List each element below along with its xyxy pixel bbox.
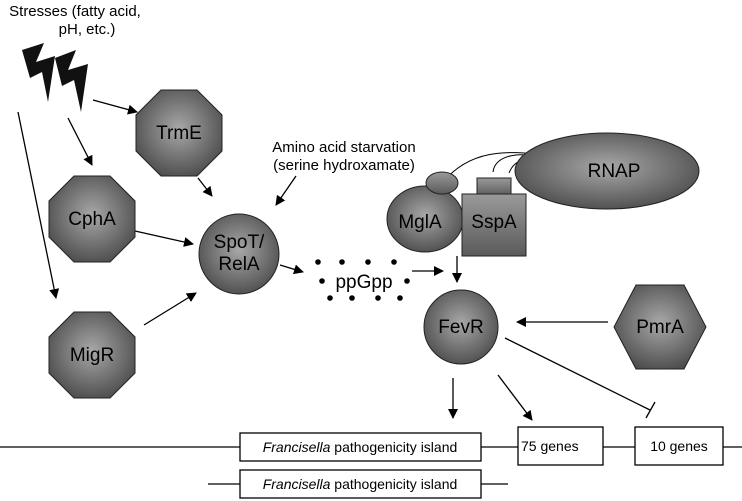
trme-label: TrmE — [156, 123, 202, 144]
sspa-node — [461, 193, 527, 257]
mgla-label: MglA — [398, 212, 442, 233]
sspa-cap — [476, 177, 512, 197]
inhibit-bar — [645, 401, 656, 419]
trme-node — [135, 89, 223, 177]
arrow-starvation-to-spot — [275, 175, 297, 206]
pmra-label: PmrA — [636, 317, 684, 338]
genes10-box — [634, 426, 724, 466]
spot-label-line1: SpoT/ — [214, 232, 265, 253]
cpha-node — [48, 175, 136, 263]
arrow-spot-to-ppgpp — [279, 264, 304, 275]
fpi-box-top — [239, 432, 482, 462]
mgla-cap — [425, 171, 459, 195]
lightning-icon — [22, 43, 55, 102]
arrow-fevr-to-75genes — [497, 374, 533, 421]
starvation-label-line1: Amino acid starvation — [272, 139, 415, 156]
migr-label: MigR — [70, 345, 114, 366]
starvation-label-line2: (serine hydroxamate) — [273, 157, 415, 174]
ppgpp-dots — [315, 259, 410, 301]
inhibit-fevr-to-10genes — [504, 337, 651, 411]
fevr-label: FevR — [438, 317, 483, 338]
spot-label-line2: RelA — [218, 254, 260, 275]
genes75-box — [517, 426, 604, 466]
rnap-label: RNAP — [588, 161, 641, 182]
arrow-migr-to-spot — [143, 292, 197, 326]
fpi-text-bottom: Francisella pathogenicity island — [263, 476, 458, 492]
arrow-stress-to-migr — [17, 111, 60, 299]
genes75-text: 75 genes — [521, 438, 579, 454]
stress-label-line2: pH, etc.) — [59, 21, 116, 38]
pmra-node — [613, 284, 707, 370]
fpi-box-bottom — [239, 469, 482, 499]
genes10-text: 10 genes — [650, 438, 708, 454]
cpha-label: CphA — [68, 209, 116, 230]
arrows — [17, 99, 656, 421]
spot-rela-node — [198, 213, 280, 295]
ppgpp-label: ppGpp — [335, 272, 392, 293]
arrow-trme-to-spot — [197, 177, 213, 197]
arrow-stress-to-cpha — [67, 117, 93, 166]
migr-node — [48, 311, 136, 399]
rnap-node — [514, 132, 700, 210]
arrow-cpha-to-spot — [134, 230, 194, 247]
sspa-label: SspA — [471, 212, 517, 233]
fpi-text-top: Francisella pathogenicity island — [263, 439, 458, 455]
stress-label-line1: Stresses (fatty acid, — [9, 3, 141, 20]
arrow-stress-to-trme — [92, 99, 138, 115]
fevr-node — [423, 289, 499, 365]
lightning-icon — [55, 50, 88, 112]
